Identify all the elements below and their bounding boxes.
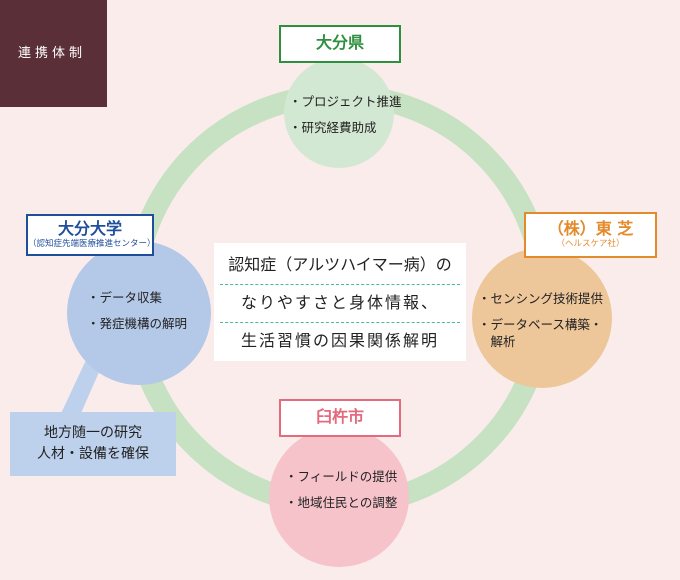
- oita-univ-label: 大分大学 （認知症先端医療推進センター）: [26, 214, 156, 256]
- oita-pref-title: 大分県: [315, 33, 364, 52]
- oita-pref-label: 大分県: [279, 25, 401, 63]
- toshiba-bubble: [472, 248, 612, 388]
- section-label: 連携体制: [0, 0, 107, 107]
- list-item: ・フィールドの提供: [285, 469, 398, 484]
- divider: [220, 322, 460, 323]
- section-label-text: 連携体制: [18, 46, 87, 61]
- list-item: ・地域住民との調整: [285, 495, 398, 510]
- list-item: ・データ収集: [87, 290, 163, 305]
- research-goal-line: なりやすさと身体情報、: [240, 293, 439, 312]
- list-item: ・プロジェクト推進: [289, 94, 402, 109]
- oita-univ-subtitle: （認知症先端医療推進センター）: [28, 239, 156, 249]
- research-goal-line: 認知症（アルツハイマー病）の: [228, 255, 452, 274]
- list-item: ・データベース構築・: [478, 317, 603, 332]
- research-goal-box: 認知症（アルツハイマー病）の なりやすさと身体情報、 生活習慣の因果関係解明: [214, 243, 466, 361]
- list-item: ・センシング技術提供: [478, 291, 604, 306]
- list-item: 解析: [478, 334, 516, 349]
- toshiba-subtitle: （ヘルスケア社）: [556, 239, 625, 249]
- toshiba-label: （株）東 芝 （ヘルスケア社）: [524, 212, 657, 258]
- oita-pref-bubble: [284, 58, 394, 168]
- resource-callout: 地方随一の研究 人材・設備を確保: [10, 412, 176, 476]
- list-item: ・研究経費助成: [289, 120, 377, 135]
- oita-pref-roles: ・プロジェクト推進 ・研究経費助成: [289, 93, 402, 145]
- oita-univ-roles: ・データ収集 ・発症機構の解明: [87, 289, 187, 341]
- list-item: ・発症機構の解明: [87, 316, 188, 331]
- usuki-roles: ・フィールドの提供 ・地域住民との調整: [285, 468, 397, 520]
- toshiba-roles: ・センシング技術提供 ・データベース構築・ 解析: [478, 290, 603, 359]
- divider: [220, 284, 460, 285]
- resource-line: 地方随一の研究: [44, 425, 142, 441]
- usuki-label: 臼杵市: [279, 399, 401, 437]
- oita-univ-bubble: [67, 241, 211, 385]
- resource-line: 人材・設備を確保: [37, 446, 149, 462]
- toshiba-title: （株）東 芝: [547, 219, 634, 238]
- usuki-title: 臼杵市: [315, 407, 364, 426]
- usuki-bubble: [269, 427, 409, 567]
- research-goal-line: 生活習慣の因果関係解明: [240, 331, 439, 350]
- oita-univ-title: 大分大学: [57, 219, 122, 238]
